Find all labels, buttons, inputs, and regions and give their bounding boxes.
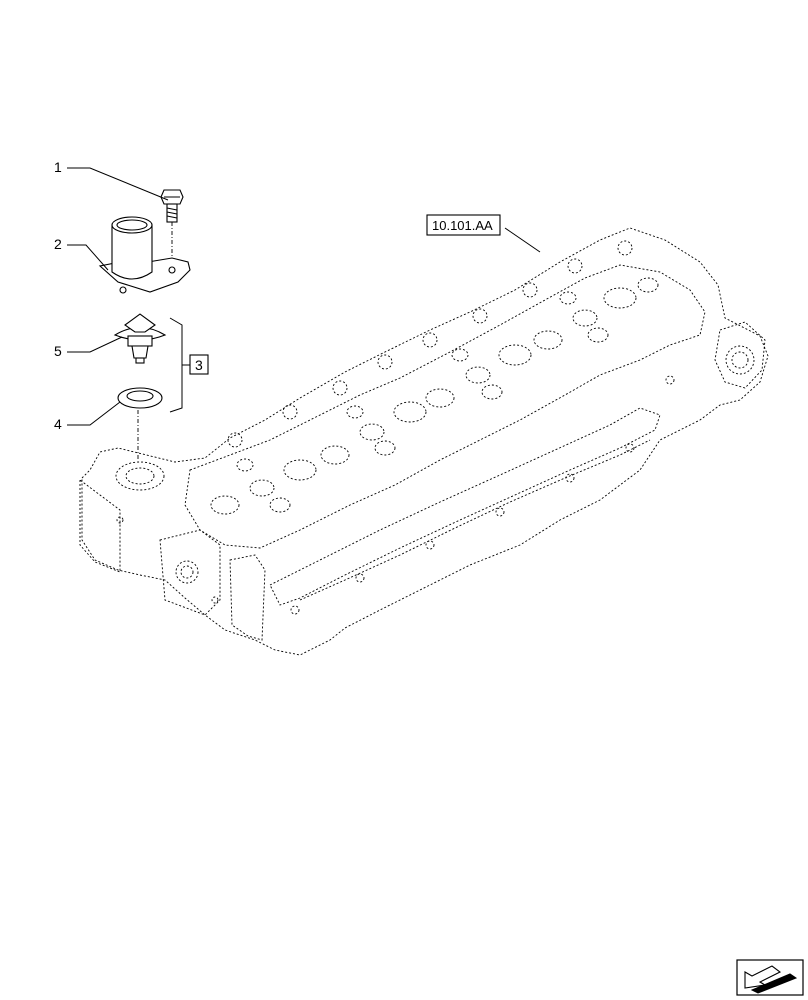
next-page-arrow-icon[interactable]	[736, 959, 804, 996]
port-cluster-2	[320, 401, 427, 465]
port-cluster-1	[210, 458, 317, 515]
bolt-bosses	[116, 240, 675, 615]
callout-5: 5	[54, 343, 62, 359]
bolt-part[interactable]	[160, 189, 184, 223]
leader-line-ref	[504, 227, 541, 253]
callout-4: 4	[54, 416, 62, 432]
callout-3-box	[189, 354, 209, 375]
port-cluster-4	[533, 277, 659, 350]
leader-line-5	[67, 336, 123, 353]
kit-bracket	[169, 317, 183, 413]
thermostat-housing-part[interactable]	[98, 216, 191, 294]
callout-1: 1	[54, 159, 62, 175]
callout-2: 2	[54, 236, 62, 252]
thermostat-part[interactable]	[113, 313, 167, 364]
leader-line-1	[67, 167, 169, 201]
callout-3: 3	[195, 357, 203, 373]
leader-line-2	[67, 244, 109, 271]
reference-label-box[interactable]	[426, 214, 501, 236]
cylinder-head-phantom	[79, 227, 769, 656]
leader-line-4	[67, 401, 121, 426]
port-cluster-3	[425, 344, 532, 408]
reference-label[interactable]: 10.101.AA	[432, 218, 493, 233]
seal-ring-part[interactable]	[117, 387, 163, 409]
